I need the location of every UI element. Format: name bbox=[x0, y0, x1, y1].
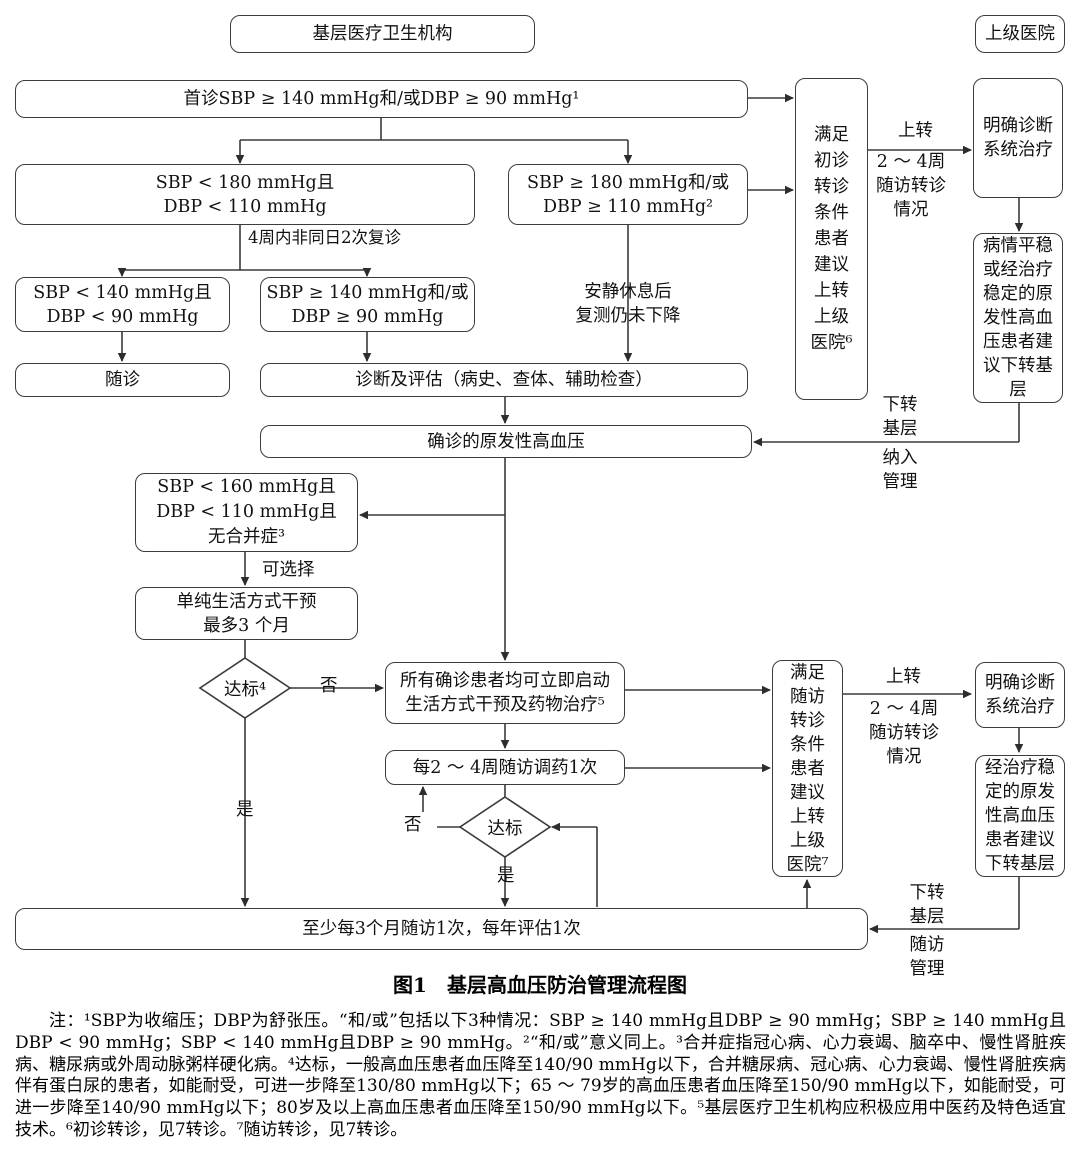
node-hospital-treat-1: 明确诊断 系统治疗 bbox=[973, 78, 1063, 198]
label-into-mgmt-1: 纳入 管理 bbox=[882, 448, 918, 492]
label-down-transfer-2: 下转 基层 bbox=[909, 883, 945, 927]
decision-diamond-goal1 bbox=[198, 657, 292, 719]
node-sbp-lt180: SBP < 180 mmHg且 DBP < 110 mmHg bbox=[15, 164, 475, 225]
connector-path bbox=[122, 118, 1020, 929]
node-confirmed-hypertension: 确诊的原发性高血压 bbox=[260, 425, 752, 458]
label-yes-1: 是 bbox=[236, 800, 254, 820]
label-up-transfer-2: 上转 bbox=[886, 667, 921, 687]
node-regular-followup: 至少每3个月随访1次，每年评估1次 bbox=[15, 908, 868, 950]
label-optional: 可选择 bbox=[262, 560, 315, 580]
node-referral-initial: 满足 初诊 转诊 条件 患者 建议 上转 上级 医院⁶ bbox=[795, 78, 868, 400]
node-sbp-ge140: SBP ≥ 140 mmHg和/或 DBP ≥ 90 mmHg bbox=[260, 277, 475, 332]
label-yes-2: 是 bbox=[497, 866, 515, 886]
label-no-1: 否 bbox=[320, 676, 338, 696]
node-diagnosis-eval: 诊断及评估（病史、查体、辅助检查） bbox=[260, 363, 748, 397]
decision-diamond-goal2 bbox=[458, 796, 552, 858]
label-no-2: 否 bbox=[404, 815, 422, 835]
header-primary-care: 基层医疗卫生机构 bbox=[230, 15, 535, 53]
label-up-detail-1: 2 ～ 4周 随访转诊 情况 bbox=[876, 152, 946, 220]
label-up-transfer-1: 上转 bbox=[898, 121, 933, 141]
node-stable-downrefer-1: 病情平稳 或经治疗 稳定的原 发性高血 压患者建 议下转基 层 bbox=[973, 233, 1063, 403]
header-upper-hospital: 上级医院 bbox=[975, 15, 1065, 53]
node-stable-downrefer-2: 经治疗稳 定的原发 性高血压 患者建议 下转基层 bbox=[975, 755, 1065, 877]
node-sbp-lt160-no-comorbidity: SBP < 160 mmHg且 DBP < 110 mmHg且 无合并症³ bbox=[135, 473, 358, 552]
decision-goal2-label: 达标 bbox=[487, 818, 523, 839]
node-hospital-treat-2: 明确诊断 系统治疗 bbox=[975, 662, 1065, 728]
node-first-visit-bp: 首诊SBP ≥ 140 mmHg和/或DBP ≥ 90 mmHg¹ bbox=[15, 80, 748, 118]
node-lifestyle-only: 单纯生活方式干预 最多3 个月 bbox=[135, 587, 358, 640]
node-sbp-lt140: SBP < 140 mmHg且 DBP < 90 mmHg bbox=[15, 277, 230, 332]
label-up-detail-2: 2 ～ 4周 随访转诊 情况 bbox=[869, 699, 939, 767]
label-rest-recheck: 安静休息后 复测仍未下降 bbox=[575, 282, 681, 326]
node-adjust-medication: 每2 ～ 4周随访调药1次 bbox=[385, 750, 625, 785]
label-four-weeks-recheck: 4周内非同日2次复诊 bbox=[248, 228, 401, 247]
node-sbp-ge180: SBP ≥ 180 mmHg和/或 DBP ≥ 110 mmHg² bbox=[508, 164, 748, 225]
figure-notes: 注：¹SBP为收缩压；DBP为舒张压。“和/或”包括以下3种情况：SBP ≥ 1… bbox=[15, 1011, 1066, 1140]
node-referral-followup: 满足 随访 转诊 条件 患者 建议 上转 上级 医院⁷ bbox=[772, 660, 843, 877]
node-start-treatment: 所有确诊患者均可立即启动 生活方式干预及药物治疗⁵ bbox=[385, 662, 625, 724]
label-followup-mgmt-2: 随访 管理 bbox=[909, 935, 945, 979]
label-down-transfer-1: 下转 基层 bbox=[882, 395, 918, 439]
node-followup-visit: 随诊 bbox=[15, 363, 230, 397]
figure-caption: 图1 基层高血压防治管理流程图 bbox=[393, 973, 687, 997]
decision-goal1-label: 达标⁴ bbox=[223, 679, 266, 700]
